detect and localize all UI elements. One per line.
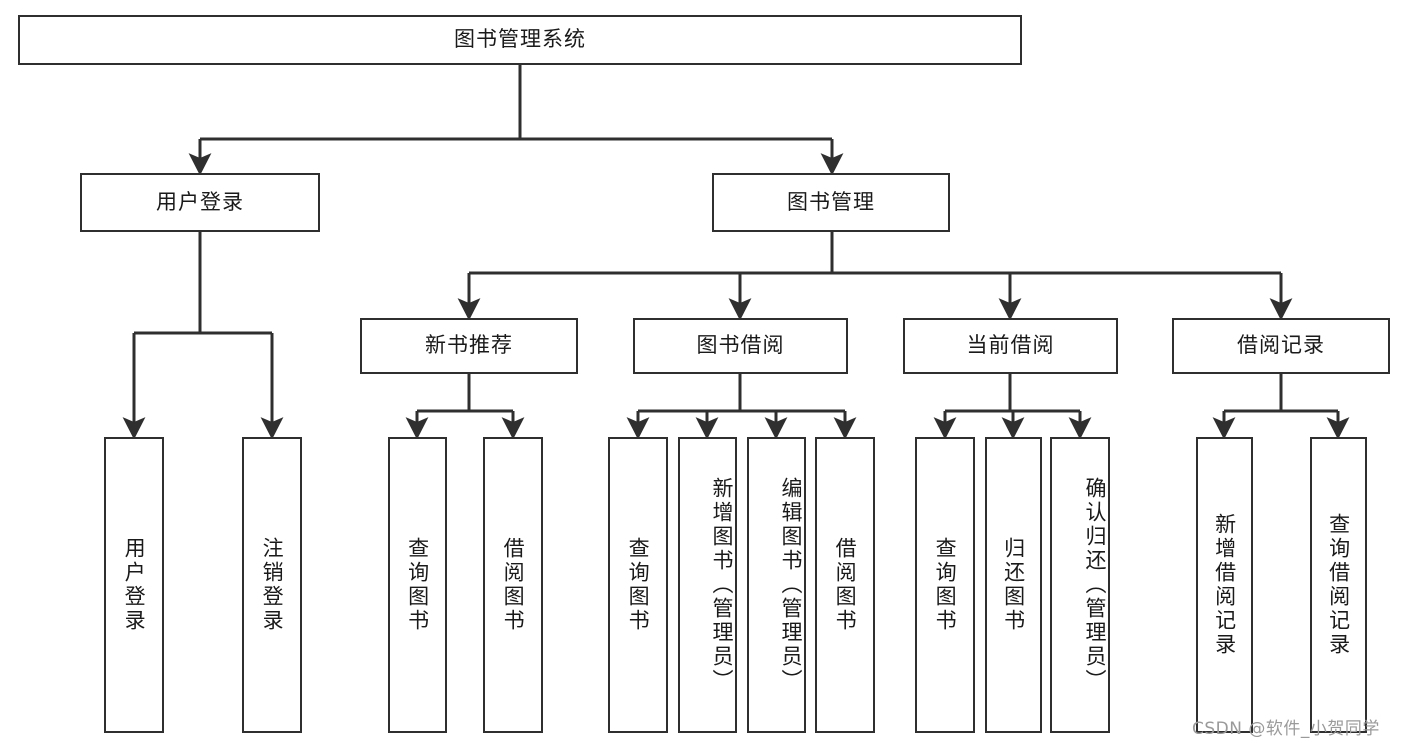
node-leaf-query-book-borrow[interactable]: 查询图书 xyxy=(608,437,668,733)
node-leaf-borrow-book[interactable]: 借阅图书 xyxy=(815,437,875,733)
node-leaf-query-book-current[interactable]: 查询图书 xyxy=(915,437,975,733)
node-leaf-user-login[interactable]: 用户登录 xyxy=(104,437,164,733)
node-leaf-add-book[interactable]: 新增图书（管理员） xyxy=(678,437,737,733)
node-book-borrow[interactable]: 图书借阅 xyxy=(633,318,848,374)
node-leaf-return-book[interactable]: 归还图书 xyxy=(985,437,1042,733)
node-leaf-edit-book[interactable]: 编辑图书（管理员） xyxy=(747,437,806,733)
node-current-borrow[interactable]: 当前借阅 xyxy=(903,318,1118,374)
node-borrow-record[interactable]: 借阅记录 xyxy=(1172,318,1390,374)
node-leaf-query-book-recommend[interactable]: 查询图书 xyxy=(388,437,447,733)
node-leaf-confirm-return[interactable]: 确认归还（管理员） xyxy=(1050,437,1110,733)
node-root[interactable]: 图书管理系统 xyxy=(18,15,1022,65)
node-book-manage[interactable]: 图书管理 xyxy=(712,173,950,232)
node-leaf-borrow-book-recommend[interactable]: 借阅图书 xyxy=(483,437,543,733)
node-leaf-logout[interactable]: 注销登录 xyxy=(242,437,302,733)
node-new-book-recommend[interactable]: 新书推荐 xyxy=(360,318,578,374)
node-leaf-query-borrow-record[interactable]: 查询借阅记录 xyxy=(1310,437,1367,733)
watermark-text: CSDN @软件_小贺同学 xyxy=(1192,719,1380,739)
node-user-login[interactable]: 用户登录 xyxy=(80,173,320,232)
node-leaf-add-borrow-record[interactable]: 新增借阅记录 xyxy=(1196,437,1253,733)
